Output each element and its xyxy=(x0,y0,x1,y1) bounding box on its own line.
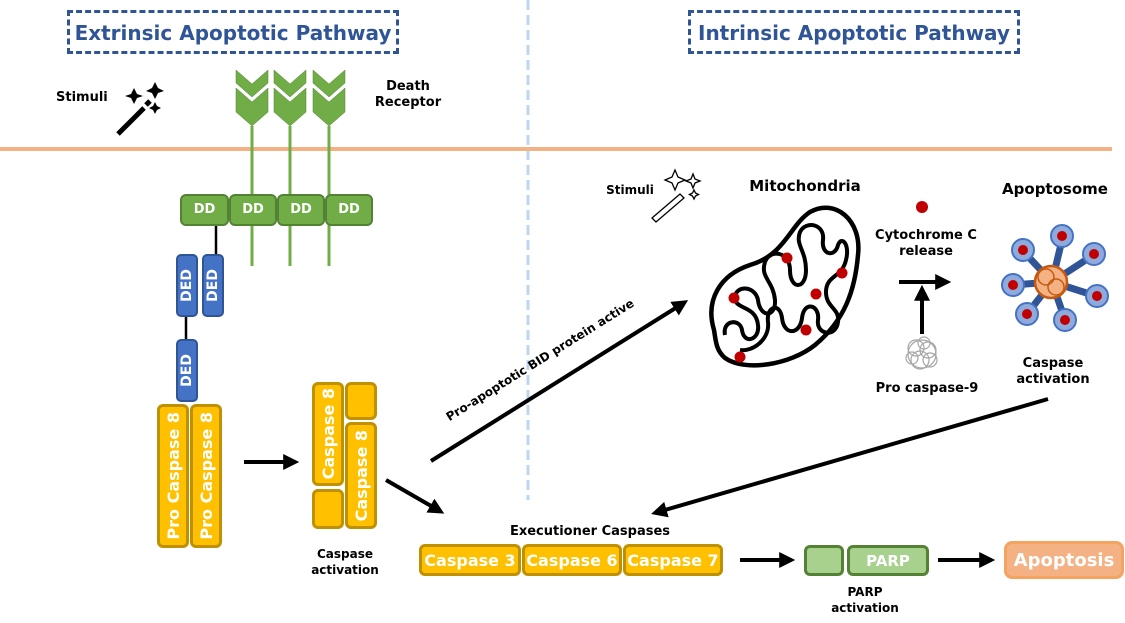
dd-domain: DD xyxy=(229,194,277,226)
mitochondria-icon xyxy=(709,205,861,368)
parp-activation-label: PARP activation xyxy=(825,584,905,616)
intrinsic-stimuli-label: Stimuli xyxy=(606,183,654,197)
ded-domain: DED xyxy=(176,339,198,402)
caspase-8-label: Caspase 8 xyxy=(351,429,371,522)
cytochrome-c-line2: release xyxy=(899,244,953,259)
ded-label: DED xyxy=(205,269,221,302)
extrinsic-stimuli-label: Stimuli xyxy=(56,90,108,105)
caspase-8: Caspase 8 xyxy=(312,382,344,486)
dd-domain: DD xyxy=(277,194,325,226)
caspase-activation-line1: Caspase xyxy=(316,547,373,561)
intrinsic-pathway-title: Intrinsic Apoptotic Pathway xyxy=(688,10,1020,54)
arrow-apoptosome-to-executioner xyxy=(651,397,1049,518)
parp-activation-line1: PARP xyxy=(847,585,883,599)
parp-activation-line2: activation xyxy=(831,601,899,615)
executioner-caspases-label: Executioner Caspases xyxy=(509,524,671,539)
caspase-8-fragment xyxy=(312,489,344,529)
magic-wand-outline-icon xyxy=(651,168,702,223)
ded-domain: DED xyxy=(176,254,198,317)
pro-caspase-8: Pro Caspase 8 xyxy=(190,404,222,548)
apoptosome-caspase-activation-label: Caspase activation xyxy=(1008,356,1098,388)
pro-caspase-9-label: Pro caspase-9 xyxy=(875,381,979,396)
pro-caspase-8-label: Pro Caspase 8 xyxy=(196,412,216,540)
caspase-7: Caspase 7 xyxy=(623,544,723,576)
apoptosome-icon xyxy=(1001,224,1109,332)
pro-caspase-9-icon xyxy=(905,336,938,370)
caspase-activation-label: Caspase activation xyxy=(305,546,385,578)
caspase-8-label: Caspase 8 xyxy=(318,388,338,480)
death-receptor-label-line1: Death xyxy=(386,79,430,94)
ded-label: DED xyxy=(179,354,195,387)
apoptosis-box: Apoptosis xyxy=(1004,541,1124,579)
magic-wand-icon xyxy=(116,82,164,136)
apoptosome-caspase-activation-line1: Caspase xyxy=(1022,356,1084,371)
dd-domain: DD xyxy=(180,194,229,226)
dd-domain: DD xyxy=(325,194,373,226)
death-receptor-label: Death Receptor xyxy=(368,79,448,111)
apoptosome-label: Apoptosome xyxy=(1002,180,1108,198)
cytochrome-c-icon xyxy=(916,201,928,213)
caspase-8: Caspase 8 xyxy=(345,422,377,529)
death-receptor-label-line2: Receptor xyxy=(374,95,442,110)
extrinsic-pathway-title: Extrinsic Apoptotic Pathway xyxy=(67,10,399,54)
caspase-8-fragment xyxy=(345,382,377,420)
parp-fragment xyxy=(804,545,844,576)
mitochondria-label: Mitochondria xyxy=(749,177,861,195)
death-receptor-icon xyxy=(235,69,346,266)
caspase-3: Caspase 3 xyxy=(419,544,521,576)
caspase-activation-line2: activation xyxy=(311,563,379,577)
pro-caspase-8: Pro Caspase 8 xyxy=(157,404,189,548)
arrow-caspase8-to-executioner xyxy=(385,478,445,514)
cytochrome-c-label: Cytochrome C release xyxy=(866,228,986,260)
pro-caspase-8-label: Pro Caspase 8 xyxy=(163,412,183,540)
ded-label: DED xyxy=(179,269,195,302)
apoptosome-caspase-activation-line2: activation xyxy=(1016,372,1090,387)
caspase-6: Caspase 6 xyxy=(522,544,622,576)
arrow-bid-to-mitochondria xyxy=(429,300,689,463)
cytochrome-c-line1: Cytochrome C xyxy=(875,228,977,243)
parp-box: PARP xyxy=(847,545,929,576)
ded-domain: DED xyxy=(202,254,224,317)
